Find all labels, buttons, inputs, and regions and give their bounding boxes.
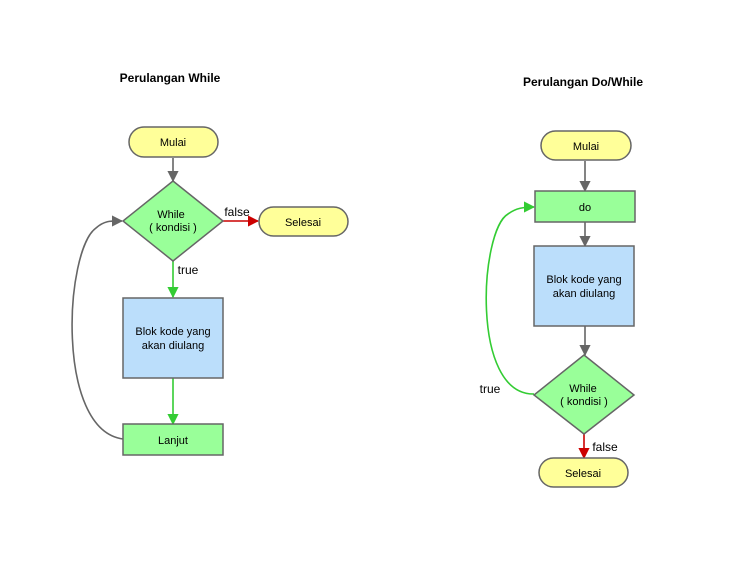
while-end-node — [258, 206, 349, 237]
do-while-body-line2: akan diulang — [553, 288, 615, 300]
while-end-label: Selesai — [285, 217, 321, 229]
while-condition-node — [121, 180, 225, 262]
do-while-start-label: Mulai — [573, 141, 599, 153]
while-body-line2: akan diulang — [142, 340, 204, 352]
do-while-condition-node — [532, 354, 636, 435]
edge-condition-true-loop — [485, 201, 536, 395]
while-true-label: true — [178, 263, 199, 277]
do-label: do — [579, 202, 591, 214]
do-while-diagram: Perulangan Do/While Mulai do Blok kode y… — [480, 75, 643, 488]
do-while-condition-line1: While — [569, 383, 597, 395]
while-title: Perulangan While — [120, 71, 221, 85]
while-condition-line1: While — [157, 209, 185, 221]
while-diagram: Perulangan While Mulai While ( kondisi )… — [71, 71, 349, 456]
while-false-label: false — [224, 205, 250, 219]
do-while-condition-line2: ( kondisi ) — [560, 396, 608, 408]
do-while-false-label: false — [592, 440, 618, 454]
do-while-end-label: Selesai — [565, 468, 601, 480]
do-while-true-label: true — [480, 382, 501, 396]
do-while-title: Perulangan Do/While — [523, 75, 643, 89]
while-body-node — [122, 297, 224, 379]
do-node — [534, 190, 636, 223]
while-start-label: Mulai — [160, 137, 186, 149]
do-while-end-node — [538, 457, 629, 488]
do-while-start-node — [540, 130, 632, 161]
while-next-label: Lanjut — [158, 435, 188, 447]
do-while-body-line1: Blok kode yang — [546, 274, 621, 286]
do-while-body-node — [533, 245, 635, 327]
edge-loop-back — [71, 215, 124, 440]
while-start-node — [128, 126, 219, 158]
while-next-node — [122, 423, 224, 456]
while-condition-line2: ( kondisi ) — [149, 222, 197, 234]
while-body-line1: Blok kode yang — [135, 326, 210, 338]
